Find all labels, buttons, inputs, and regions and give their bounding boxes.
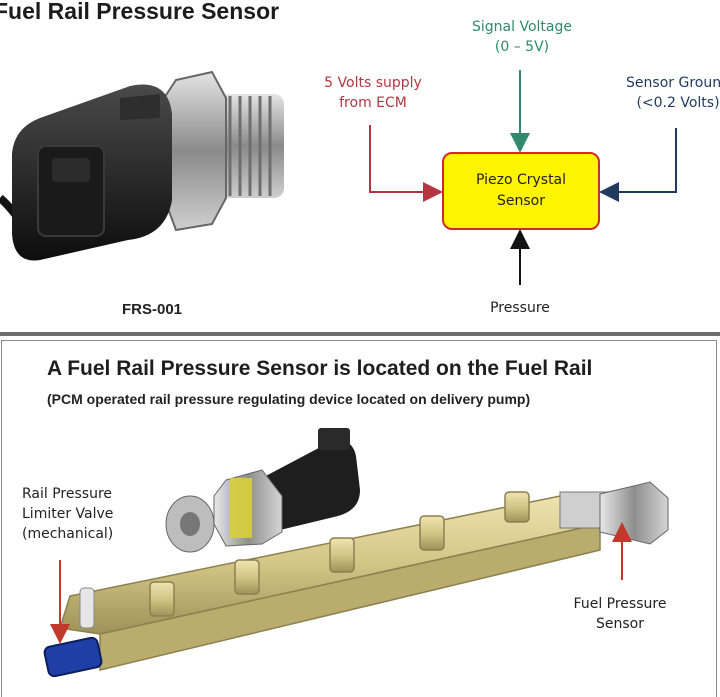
rail-subline: (PCM operated rail pressure regulating d…: [47, 391, 531, 407]
limiter-valve-label: Rail Pressure Limiter Valve (mechanical): [22, 486, 114, 542]
signal-arrows: [369, 70, 677, 285]
supply-voltage-label: 5 Volts supply from ECM: [324, 75, 422, 111]
signal-voltage-label: Signal Voltage (0 – 5V): [472, 19, 572, 55]
sensor-ground-label: Sensor Ground (<0.2 Volts): [626, 75, 720, 111]
rail-headline: A Fuel Rail Pressure Sensor is located o…: [47, 357, 593, 380]
pressure-label: Pressure: [490, 300, 550, 316]
piezo-label-line2: Sensor: [497, 193, 545, 209]
ground-arrow: [599, 128, 677, 202]
section-divider: [0, 332, 720, 336]
diagram-title: Fuel Rail Pressure Sensor: [0, 0, 280, 24]
piezo-label-line1: Piezo Crystal: [475, 172, 567, 188]
part-number: FRS-001: [122, 301, 183, 318]
sensor-photo: [0, 70, 284, 261]
fuel-rail-illustration: [43, 428, 669, 678]
piezo-crystal-box: Piezo Crystal Sensor: [442, 152, 600, 230]
fuel-pressure-sensor-label: Fuel Pressure Sensor: [573, 596, 667, 632]
supply-arrow: [369, 125, 443, 202]
